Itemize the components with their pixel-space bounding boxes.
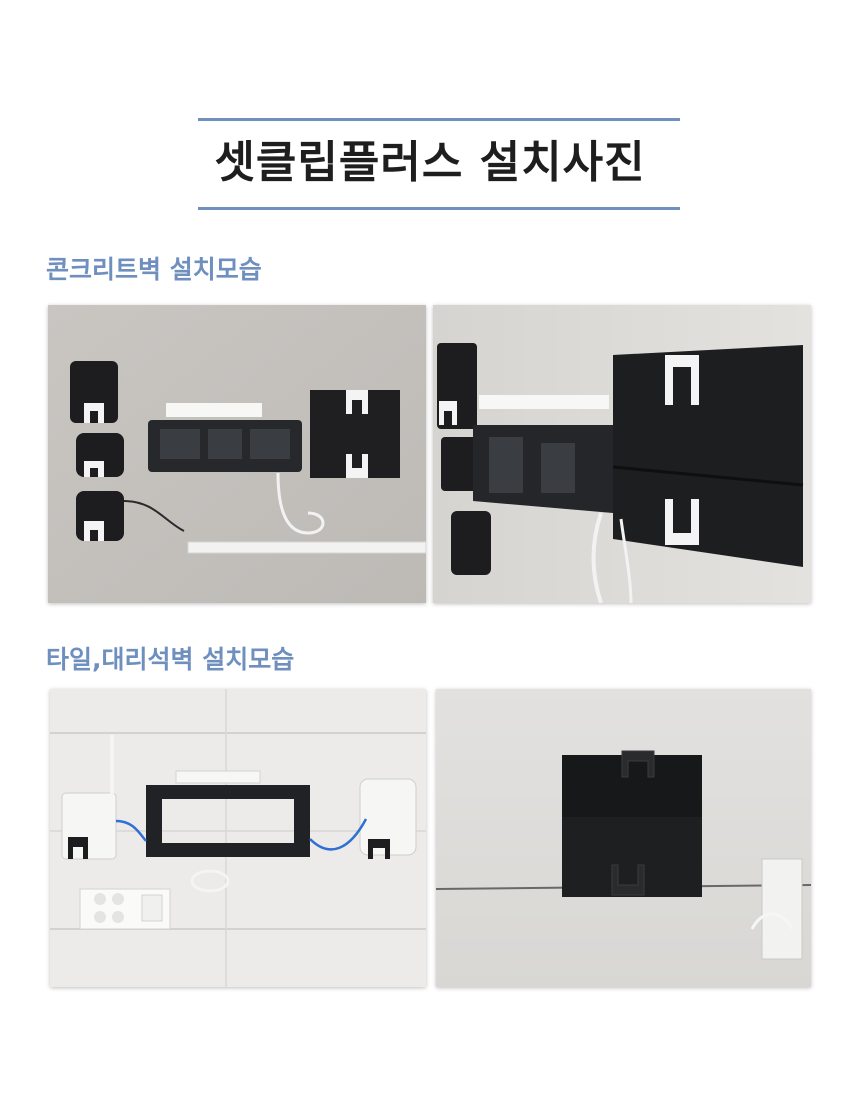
marble-wall-closeup-photo <box>436 689 811 987</box>
tile-wall-front-photo <box>50 689 426 987</box>
concrete-wall-side-photo <box>433 305 811 603</box>
title-rule-bottom <box>198 207 680 210</box>
title-rule-top <box>198 118 680 121</box>
section-heading-concrete: 콘크리트벽 설치모습 <box>46 255 262 284</box>
concrete-wall-front-photo <box>48 305 426 603</box>
page-title: 셋클립플러스 설치사진 <box>214 137 646 188</box>
section-heading-tile-marble: 타일,대리석벽 설치모습 <box>46 645 295 674</box>
